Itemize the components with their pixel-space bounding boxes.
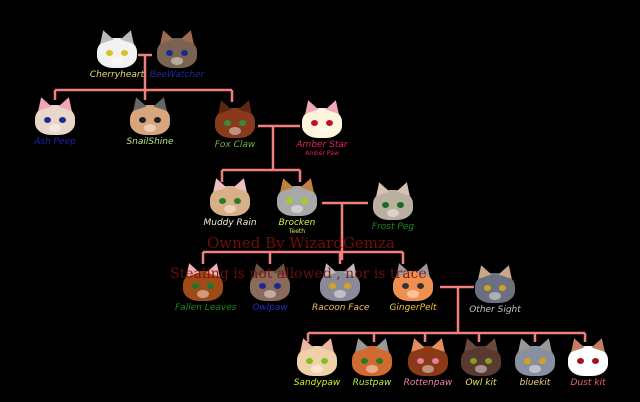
cat-name: Rustpaw (352, 378, 392, 388)
cat-name: Fallen Leaves (175, 303, 237, 313)
cat-face-icon (392, 261, 434, 301)
cat-name: BeeWatcher (149, 70, 205, 80)
cat-node: Sandypaw (289, 336, 345, 388)
cat-subname: Amber Paw (305, 150, 339, 157)
cat-node: Ash Peep (27, 95, 83, 147)
cat-name: Sandypaw (293, 378, 341, 388)
cat-node: Brocken Teeth (269, 176, 325, 235)
cat-name: Fox Claw (214, 140, 256, 150)
cat-node: Cherryheart (89, 28, 145, 80)
cat-name: Frost Peg (371, 222, 415, 232)
cat-node: Amber Star Amber Paw (294, 98, 350, 157)
cat-node: Racoon Face (312, 261, 370, 313)
cat-node: Muddy Rain (202, 176, 258, 228)
cat-node: BeeWatcher (149, 28, 205, 80)
cat-face-icon (319, 261, 361, 301)
cat-face-icon (129, 95, 171, 135)
cat-subname: Teeth (288, 228, 306, 235)
cat-name: Ash Peep (34, 137, 76, 147)
cat-name: Owl kit (465, 378, 497, 388)
watermark-owner: Owned By WizardGemza (207, 234, 395, 252)
cat-name: GingerPelt (389, 303, 437, 313)
cat-face-icon (276, 176, 318, 216)
cat-face-icon (301, 98, 343, 138)
cat-name: Brocken (278, 218, 316, 228)
cat-name: Muddy Rain (203, 218, 257, 228)
cat-node: Rustpaw (344, 336, 400, 388)
cat-name: Dust kit (570, 378, 606, 388)
cat-face-icon (372, 180, 414, 220)
cat-face-icon (249, 261, 291, 301)
cat-name: Rottenpaw (403, 378, 453, 388)
cat-node: Frost Peg (365, 180, 421, 232)
cat-node: bluekit (507, 336, 563, 388)
watermark-notice: Stealing is not allowed , nor is trace (170, 266, 427, 282)
cat-face-icon (96, 28, 138, 68)
cat-face-icon (182, 261, 224, 301)
cat-node: Other Sight (467, 263, 523, 315)
cat-face-icon (474, 263, 516, 303)
cat-node: Owl kit (453, 336, 509, 388)
cat-face-icon (34, 95, 76, 135)
cat-name: SnailShine (126, 137, 174, 147)
cat-node: Owlpaw (242, 261, 298, 313)
cat-name: Cherryheart (89, 70, 145, 80)
cat-name: bluekit (519, 378, 551, 388)
cat-face-icon (296, 336, 338, 376)
cat-face-icon (407, 336, 449, 376)
cat-node: Fallen Leaves (175, 261, 237, 313)
cat-node: Fox Claw (207, 98, 263, 150)
cat-face-icon (209, 176, 251, 216)
cat-name: Other Sight (469, 305, 521, 315)
cat-face-icon (567, 336, 609, 376)
cat-node: Dust kit (560, 336, 616, 388)
cat-face-icon (156, 28, 198, 68)
cat-name: Owlpaw (252, 303, 288, 313)
cat-face-icon (351, 336, 393, 376)
cat-face-icon (214, 98, 256, 138)
cat-name: Amber Star (296, 140, 348, 150)
cat-face-icon (460, 336, 502, 376)
cat-name: Racoon Face (312, 303, 370, 313)
cat-node: SnailShine (122, 95, 178, 147)
cat-node: GingerPelt (385, 261, 441, 313)
cat-node: Rottenpaw (400, 336, 456, 388)
cat-face-icon (514, 336, 556, 376)
